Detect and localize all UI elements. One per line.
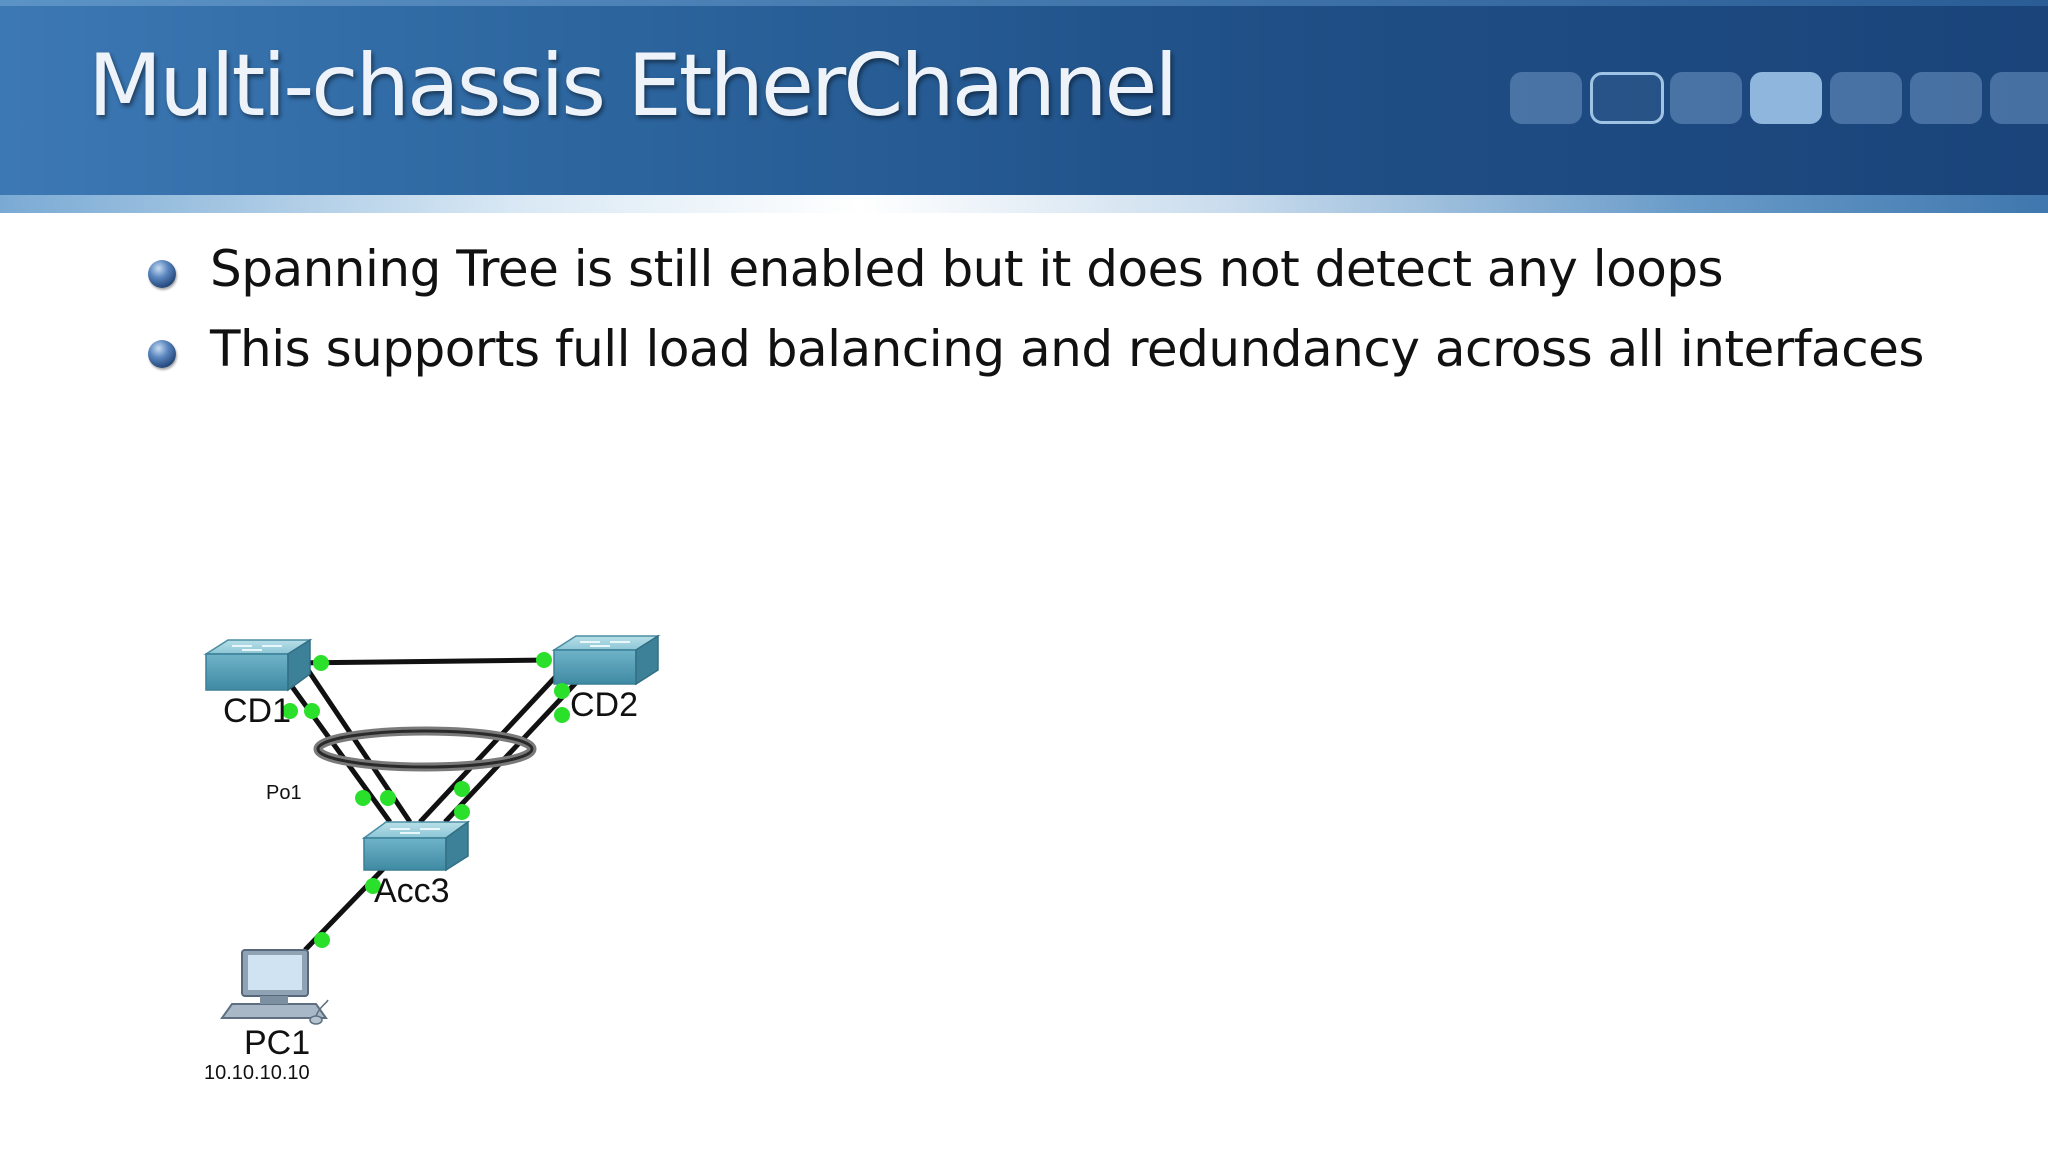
network-diagram-svg	[203, 634, 661, 1025]
link-cd1-acc3-a	[277, 668, 393, 824]
header-shine	[0, 195, 2048, 213]
header-decoration-block	[1670, 72, 1742, 124]
header-decoration-block	[1910, 72, 1982, 124]
cd1-label: CD1	[223, 692, 292, 730]
slide-title: Multi-chassis EtherChannel	[88, 36, 1178, 136]
link-cd2-acc3-a	[418, 670, 562, 824]
network-diagram: CD1 CD2 Po1 Acc3 PC1 10.10.10.10	[180, 600, 700, 1120]
acc3-label: Acc3	[374, 872, 450, 910]
link-status-lights	[282, 652, 570, 948]
cd2-label: CD2	[570, 686, 639, 724]
bullet-text: Spanning Tree is still enabled but it do…	[210, 240, 1724, 298]
bullet-icon	[148, 340, 176, 368]
pc1-ip-label: 10.10.10.10	[204, 1062, 310, 1084]
link-cd1-cd2	[289, 657, 551, 666]
port-channel-ellipse-inner	[316, 729, 534, 769]
cd2-switch-icon	[551, 634, 661, 686]
pc1-computer-icon	[220, 949, 329, 1025]
header-decoration-block	[1510, 72, 1582, 124]
header-decoration-block	[1830, 72, 1902, 124]
cd1-switch-icon	[203, 638, 313, 692]
bullet-icon	[148, 260, 176, 288]
slide-header: Multi-chassis EtherChannel	[0, 0, 2048, 213]
header-top-line	[0, 0, 2048, 6]
acc3-switch-icon	[361, 820, 471, 872]
port-channel-label: Po1	[266, 782, 302, 804]
pc1-label: PC1	[244, 1024, 311, 1062]
header-decoration-block	[1990, 72, 2048, 124]
bullet-text: This supports full load balancing and re…	[210, 320, 1924, 378]
header-decoration-block	[1590, 72, 1664, 124]
header-decoration-block	[1750, 72, 1822, 124]
